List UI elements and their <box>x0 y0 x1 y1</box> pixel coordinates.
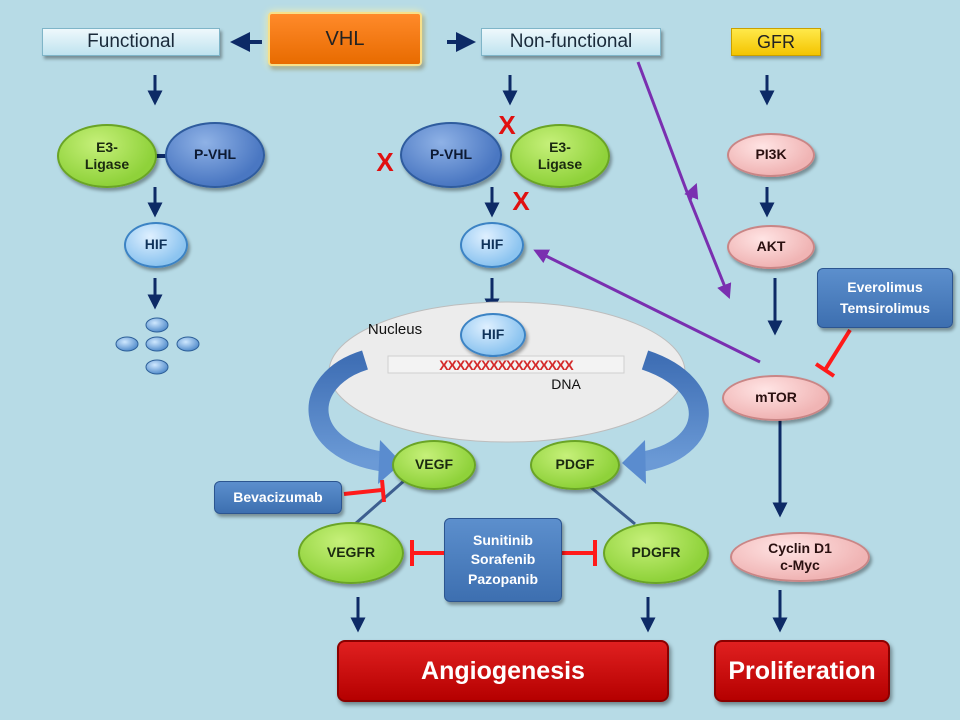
vhl-box: VHL <box>268 12 422 66</box>
proliferation-box: Proliferation <box>714 640 890 702</box>
tki-box: Sunitinib Sorafenib Pazopanib <box>444 518 562 602</box>
nucleus-label: Nucleus <box>367 320 423 338</box>
pdgf-node: PDGF <box>530 440 620 490</box>
nonfunctional-to-mtor-arrow <box>636 61 732 299</box>
nonfunctional-box: Non-functional <box>481 28 661 56</box>
mtor-node: mTOR <box>722 375 830 421</box>
hif-middle: HIF <box>460 222 524 268</box>
inhibition-lines <box>343 328 852 566</box>
down-arrows <box>147 75 788 633</box>
angiogenesis-box: Angiogenesis <box>337 640 669 702</box>
hif-left: HIF <box>124 222 188 268</box>
degradation-droplets <box>115 317 200 375</box>
dna-bar <box>387 355 625 374</box>
pi3k-node: PI3K <box>727 133 815 177</box>
dna-label: DNA <box>551 376 581 392</box>
curved-arrow-right <box>622 350 709 484</box>
dna-strand: XXXXXXXXXXXXXXXX <box>439 356 573 373</box>
everolimus-temsirolimus-box: Everolimus Temsirolimus <box>817 268 953 328</box>
bevacizumab-box: Bevacizumab <box>214 481 342 514</box>
cyclin-cmyc-node: Cyclin D1 c-Myc <box>730 532 870 582</box>
e3-ligase-middle: E3- Ligase <box>510 124 610 188</box>
x-mark-top: X <box>498 109 516 140</box>
mtor-to-hif-arrow <box>533 249 761 364</box>
gfr-box: GFR <box>731 28 821 56</box>
pvhl-left: P-VHL <box>165 122 265 188</box>
e3-ligase-left: E3- Ligase <box>57 124 157 188</box>
vegf-vegfr-link <box>354 478 406 526</box>
curved-arrow-left <box>308 350 402 484</box>
x-mark-left: X <box>376 146 394 177</box>
x-mark-bottom: X <box>512 185 530 216</box>
hif-nuclear: HIF <box>460 313 526 357</box>
pdgfr-node: PDGFR <box>603 522 709 584</box>
pvhl-middle: P-VHL <box>400 122 502 188</box>
akt-node: AKT <box>727 225 815 269</box>
vegf-node: VEGF <box>392 440 476 490</box>
functional-box: Functional <box>42 28 220 56</box>
vegfr-node: VEGFR <box>298 522 404 584</box>
